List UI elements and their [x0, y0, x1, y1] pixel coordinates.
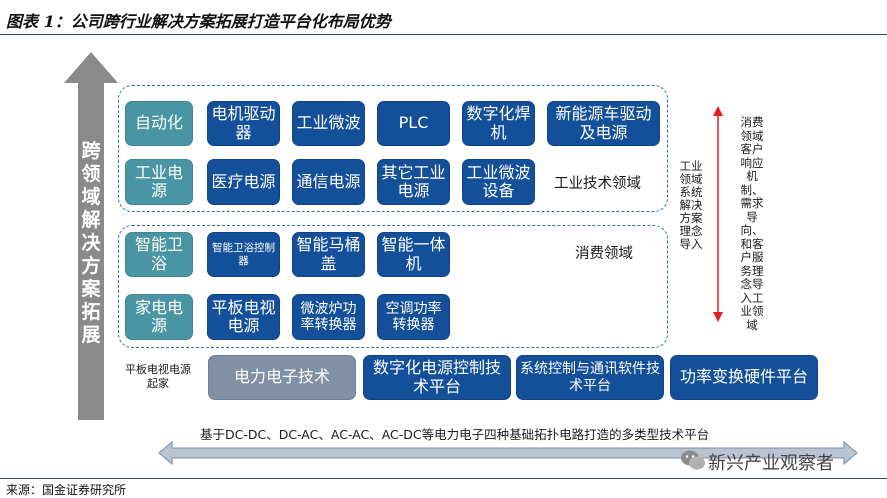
up-arrow-icon: [64, 52, 118, 420]
double-arrow-icon: [713, 106, 723, 322]
platform-tile: 电力电子技术: [208, 355, 356, 400]
horizontal-double-arrow-icon: [158, 440, 858, 466]
consumer-tile: 微波炉功率转换器: [292, 294, 365, 340]
origin-note: 平板电视电源起家: [125, 363, 191, 390]
consumer-tile: 智能卫浴: [125, 232, 193, 277]
consumer-area-label: 消费领域: [575, 246, 633, 262]
consumer-tile: 平板电视电源: [207, 294, 280, 340]
industrial-tile: 其它工业电源: [377, 159, 450, 205]
figure-title: 图表 1：公司跨行业解决方案拓展打造平台化布局优势: [6, 12, 391, 31]
consumer-tile: 智能一体机: [377, 232, 450, 277]
platform-tile: 数字化电源控制技术平台: [363, 355, 511, 400]
topology-caption: 基于DC-DC、DC-AC、AC-AC、AC-DC等电力电子四种基础拓扑电路打造…: [200, 427, 710, 442]
consumer-tile: 家电电源: [125, 294, 193, 340]
industrial-tile: 通信电源: [292, 159, 365, 205]
source-note: 来源：国金证券研究所: [6, 483, 127, 497]
watermark-text: 新兴产业观察者: [708, 453, 834, 474]
industrial-tile: 自动化: [125, 101, 193, 146]
platform-tile: 系统控制与通讯软件技术平台: [516, 355, 664, 400]
industrial-tile: 医疗电源: [207, 159, 280, 205]
industrial-region: [118, 85, 668, 212]
industrial-tile: 数字化焊机: [462, 101, 535, 146]
industrial-tile: PLC: [377, 101, 450, 146]
industrial-area-label: 工业技术领域: [554, 176, 641, 192]
top-divider: [0, 34, 887, 35]
bottom-divider: [0, 478, 887, 479]
industrial-tile: 新能源车驱动及电源: [547, 101, 660, 146]
industrial-solution-note: 工业领域系统解决方案理念导入: [679, 159, 703, 251]
consumer-tile: 智能卫浴控制器: [207, 232, 280, 277]
cross-domain-label: 跨领域解决方案拓展: [81, 140, 101, 346]
industrial-tile: 工业电源: [125, 159, 193, 205]
consumer-service-note: 消费领域客户响应机制、需求导向、和客户服务理念导入工业领域: [740, 115, 764, 332]
wechat-icon: [681, 450, 705, 470]
industrial-tile: 工业微波设备: [462, 159, 535, 205]
industrial-tile: 工业微波: [292, 101, 365, 146]
industrial-tile: 电机驱动器: [207, 101, 280, 146]
consumer-region: [118, 225, 668, 348]
consumer-tile: 智能马桶盖: [292, 232, 365, 277]
platform-tile: 功率变换硬件平台: [670, 355, 818, 400]
consumer-tile: 空调功率转换器: [377, 294, 450, 340]
